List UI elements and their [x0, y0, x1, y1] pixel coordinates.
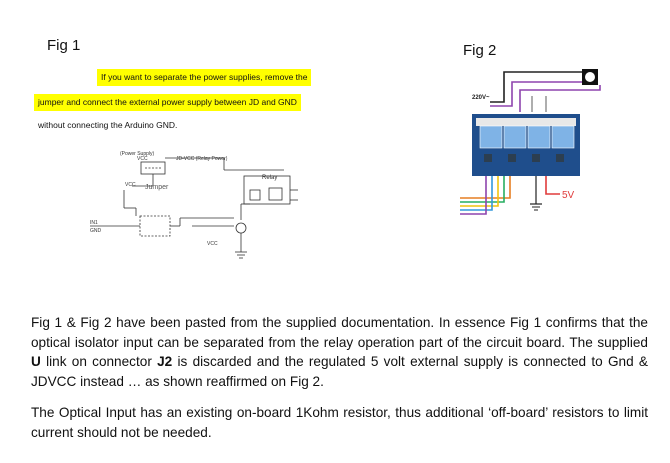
paragraph-1: Fig 1 & Fig 2 have been pasted from the …: [31, 313, 648, 391]
fig1-schematic: (Power Supply) VCC JD-VCC (Relay Power) …: [90, 151, 298, 259]
relay-2: [503, 125, 527, 149]
relay-1: [479, 125, 503, 149]
fig1-label: Fig 1: [47, 37, 81, 54]
relay-3: [527, 125, 551, 149]
jdvcc-text: JD-VCC (Relay Power): [176, 156, 228, 162]
fig1-note-line-3: without connecting the Arduino GND.: [38, 120, 178, 130]
vcc-small2-text: VCC: [207, 241, 218, 247]
power-supply-text: (Power Supply): [120, 151, 155, 157]
paragraph-2: The Optical Input has an existing on-boa…: [31, 405, 648, 440]
j2-bold: J2: [157, 354, 173, 369]
paragraph-1-part-1: Fig 1 & Fig 2 have been pasted from the …: [31, 315, 648, 350]
fig2-label: Fig 2: [463, 42, 497, 59]
relay-4: [551, 125, 575, 149]
jumper-text: Jumper: [145, 184, 169, 191]
supply-voltage-text: 5V: [562, 190, 575, 201]
u-link-bold: U: [31, 354, 41, 369]
optocoupler-box: [139, 215, 171, 237]
body-text: Fig 1 & Fig 2 have been pasted from the …: [31, 313, 648, 442]
mains-text: 220V~: [472, 95, 490, 101]
fig1-highlight-line-1: If you want to separate the power suppli…: [97, 69, 312, 86]
relay-text: Relay: [262, 175, 277, 181]
gnd-text: GND: [90, 228, 102, 234]
paragraph-1-part-2: link on connector: [40, 354, 158, 369]
vcc-small-text: VCC: [125, 182, 136, 188]
in1-text: IN1: [90, 220, 98, 226]
fig1-highlight-line-2: jumper and connect the external power su…: [34, 94, 301, 111]
vcc-text: VCC: [137, 156, 148, 162]
paragraph-1-part-3: is discarded and the regulated 5 volt ex…: [31, 354, 648, 389]
fig2-relay-diagram: 220V~ 5V: [460, 69, 601, 215]
